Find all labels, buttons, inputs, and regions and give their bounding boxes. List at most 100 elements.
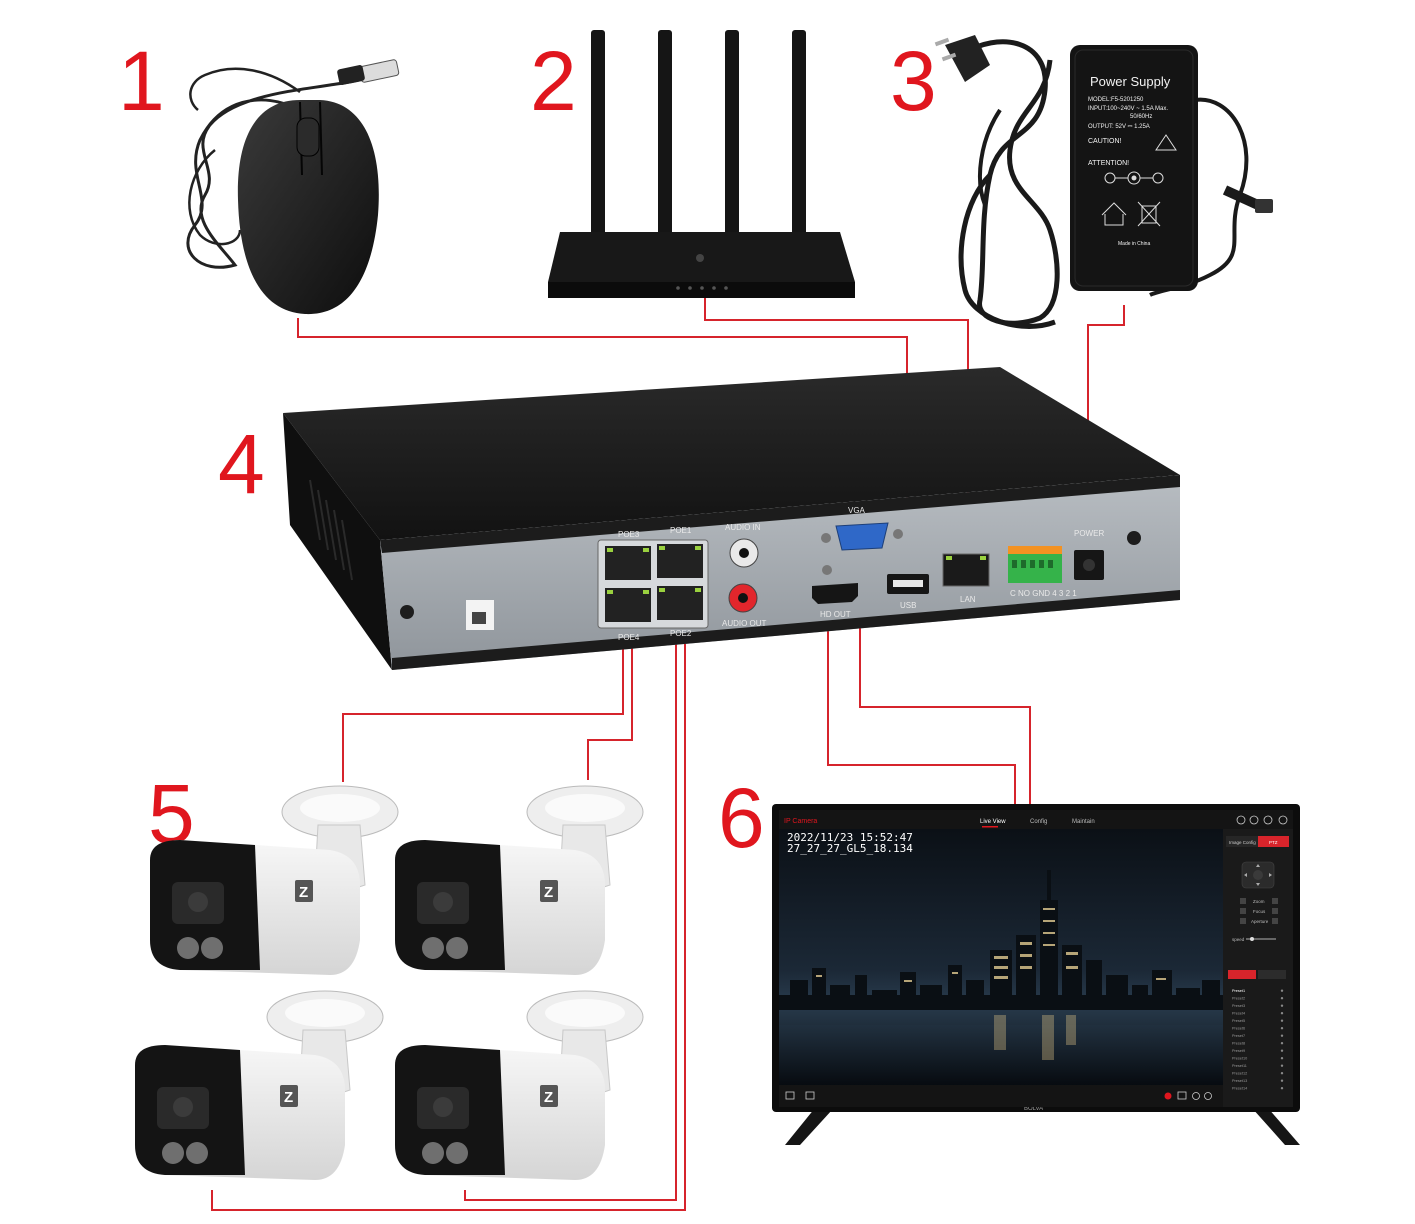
preset-goto-icon[interactable] <box>1280 1042 1284 1045</box>
preset-goto-icon[interactable] <box>1280 1012 1284 1015</box>
hdmi-label: HD OUT <box>820 610 851 619</box>
ptz-speed-slider[interactable] <box>1246 938 1276 940</box>
preset-row[interactable]: Preset13 <box>1232 1079 1284 1083</box>
home-icon[interactable] <box>1249 815 1259 825</box>
psu-model: MODEL:F5-5201250 <box>1088 97 1144 103</box>
stream-icon[interactable] <box>805 1091 815 1100</box>
preset-goto-icon[interactable] <box>1280 1034 1284 1037</box>
zoom-out-button[interactable] <box>1240 898 1246 904</box>
preset-name: Preset6 <box>1232 1027 1245 1031</box>
preset-tour-button[interactable] <box>1258 970 1286 979</box>
nvr-screw <box>1127 531 1141 545</box>
preset-row[interactable]: Preset14 <box>1232 1087 1284 1091</box>
tab-live-view[interactable]: Live View <box>980 819 1006 825</box>
label-number-1: 1 <box>118 34 165 128</box>
preset-row[interactable]: Preset4 <box>1232 1012 1284 1016</box>
power-label: POWER <box>1074 529 1104 538</box>
preset-goto-icon[interactable] <box>1280 1019 1284 1022</box>
preset-goto-icon[interactable] <box>1280 1027 1284 1030</box>
zoom-icon[interactable] <box>1204 1092 1212 1100</box>
tab-ptz[interactable] <box>1258 836 1289 847</box>
tab-image-config-label: Image Config <box>1229 840 1256 845</box>
preset-row[interactable]: Preset6 <box>1232 1027 1284 1031</box>
psu-input: INPUT:100~240V ~ 1.5A Max. <box>1088 106 1168 112</box>
weee-bin-icon <box>1137 201 1161 227</box>
ui-app-title: IP Camera <box>784 818 817 825</box>
preset-row[interactable]: Preset9 <box>1232 1049 1284 1053</box>
snapshot-icon[interactable] <box>1177 1091 1187 1100</box>
preset-row[interactable]: Preset12 <box>1232 1072 1284 1076</box>
poe2-label: POE2 <box>670 629 692 638</box>
preset-row[interactable]: Preset11 <box>1232 1064 1284 1068</box>
preset-goto-icon[interactable] <box>1280 1072 1284 1075</box>
ptz-speed-label: speed <box>1232 937 1245 942</box>
preset-name: Preset5 <box>1232 1019 1245 1023</box>
polarity-icon <box>1104 171 1164 185</box>
tab-maintain[interactable]: Maintain <box>1072 819 1095 825</box>
router-antenna <box>658 30 672 256</box>
ptz-arrows <box>1244 864 1272 886</box>
nvr-screw <box>400 605 414 619</box>
preset-row[interactable]: Preset3 <box>1232 1004 1284 1008</box>
user-icon[interactable] <box>1236 815 1246 825</box>
focus-out-button[interactable] <box>1240 908 1246 914</box>
power-cord <box>958 39 1060 326</box>
help-icon[interactable] <box>1263 815 1273 825</box>
preset-name: Preset7 <box>1232 1034 1245 1038</box>
logout-icon[interactable] <box>1278 815 1288 825</box>
osd-channel-name: 27_27_27_GL5_18.134 <box>787 842 913 855</box>
preset-goto-icon[interactable] <box>1280 1049 1284 1052</box>
label-number-6: 6 <box>718 771 765 865</box>
camera-icon[interactable] <box>1192 1092 1200 1100</box>
preset-goto-icon[interactable] <box>1280 989 1284 992</box>
alarm-label: C NO GND 4 3 2 1 <box>1010 589 1077 598</box>
tab-ptz-label: PTZ <box>1269 840 1278 845</box>
preset-goto-icon[interactable] <box>1280 1087 1284 1090</box>
camera-logo-icon: Z <box>299 884 308 901</box>
tab-config[interactable]: Config <box>1030 819 1047 825</box>
record-icon[interactable] <box>1164 1092 1172 1100</box>
preset-row[interactable]: Preset2 <box>1232 997 1284 1001</box>
layout-icon[interactable] <box>785 1091 795 1100</box>
label-number-2: 2 <box>530 34 577 128</box>
zoom-in-button[interactable] <box>1272 898 1278 904</box>
vga-label: VGA <box>848 506 866 515</box>
camera-4: Z <box>395 990 644 1180</box>
preset-goto-icon[interactable] <box>1280 1064 1284 1067</box>
preset-goto-icon[interactable] <box>1280 1004 1284 1007</box>
mouse-cable <box>186 72 379 269</box>
preset-name: Preset9 <box>1232 1049 1245 1053</box>
camera-logo-icon: Z <box>544 884 553 901</box>
mouse-device: 1 <box>118 34 400 315</box>
aperture-out-button[interactable] <box>1240 918 1246 924</box>
label-number-3: 3 <box>890 34 937 128</box>
preset-goto-icon[interactable] <box>1280 1079 1284 1082</box>
preset-name: Preset2 <box>1232 997 1245 1001</box>
tab-image-config[interactable] <box>1226 836 1258 847</box>
poe4-label: POE4 <box>618 633 640 642</box>
preset-goto-icon[interactable] <box>1280 997 1284 1000</box>
ui-bottom-toolbar <box>779 1085 1223 1107</box>
ptz-focus-label: Focus <box>1253 909 1266 914</box>
preset-name: Preset13 <box>1232 1079 1247 1083</box>
preset-row[interactable]: Preset1 <box>1232 989 1284 993</box>
preset-row[interactable]: Preset8 <box>1232 1042 1284 1046</box>
preset-row[interactable]: Preset7 <box>1232 1034 1284 1038</box>
wire-poe4-to-camera1 <box>342 630 624 782</box>
aperture-in-button[interactable] <box>1272 918 1278 924</box>
preset-name: Preset11 <box>1232 1064 1247 1068</box>
preset-add-button[interactable] <box>1228 970 1256 979</box>
focus-in-button[interactable] <box>1272 908 1278 914</box>
preset-row[interactable]: Preset5 <box>1232 1019 1284 1023</box>
poe1-label: POE1 <box>670 526 692 535</box>
label-number-4: 4 <box>218 417 265 511</box>
tv-stand-left <box>785 1108 832 1145</box>
preset-name: Preset3 <box>1232 1004 1245 1008</box>
camera-1: Z <box>150 785 399 975</box>
router-antenna <box>792 30 806 256</box>
preset-goto-icon[interactable] <box>1280 1057 1284 1060</box>
router-antenna <box>591 30 605 256</box>
tv-monitor: BOLVA IP Camera Live View Config Maintai… <box>772 804 1300 1145</box>
preset-row[interactable]: Preset10 <box>1232 1057 1284 1061</box>
